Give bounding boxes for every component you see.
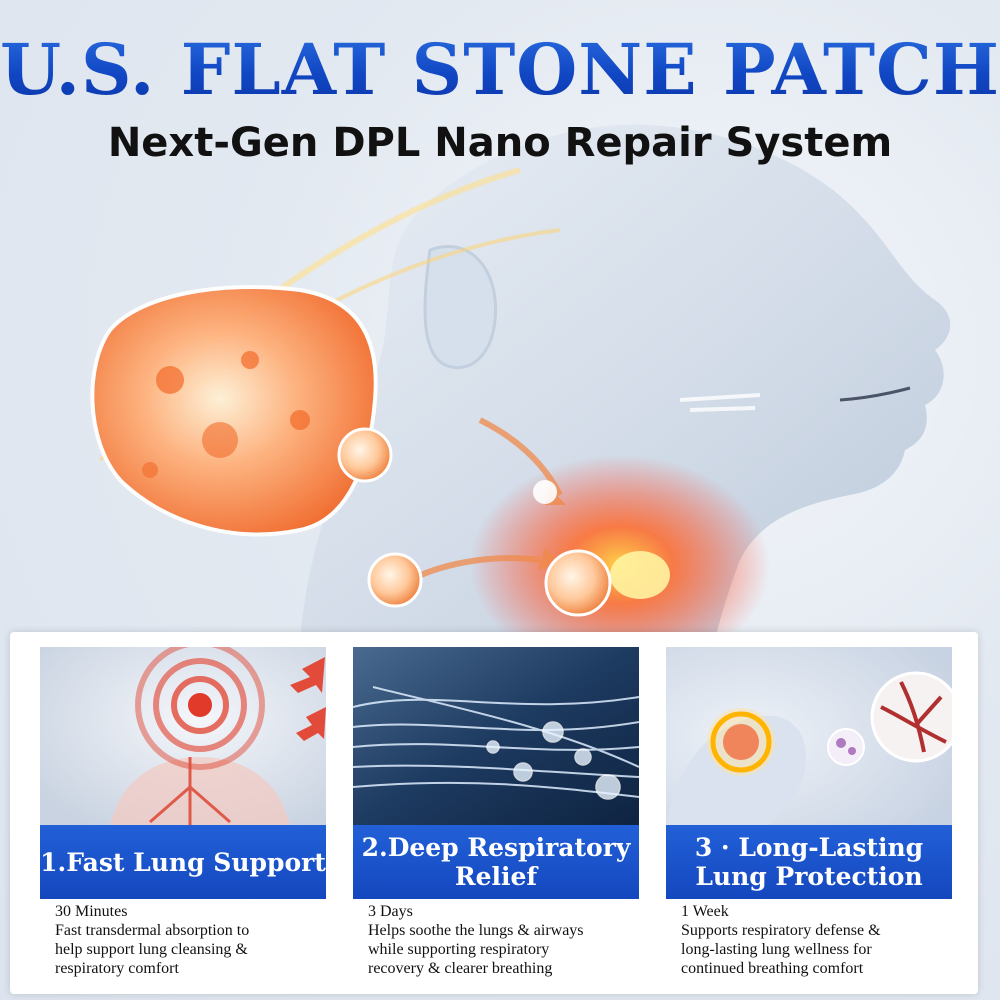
target-ring [135,647,265,770]
vessel-sphere [870,671,952,763]
target-ring [171,676,229,734]
page-subtitle: Next-Gen DPL Nano Repair System [107,120,893,166]
card-description: Helps soothe the lungs & airways while s… [368,922,584,977]
card-title: 2.Deep Respiratory Relief [361,833,631,891]
cell-sphere [827,728,865,766]
nano-bead [533,480,557,504]
card-banner: 2.Deep Respiratory Relief [353,825,639,899]
target-ring [153,658,247,752]
nano-bead [367,552,423,608]
card-title: 1.Fast Lung Support [40,847,326,877]
benefits-panel: 1.Fast Lung Support 30 Minutes Fast tran… [10,632,978,994]
card-duration: 30 Minutes [55,903,128,920]
card-description: Supports respiratory defense & long-last… [681,922,881,977]
hero-illustration [90,124,951,640]
target-center [188,693,212,717]
card-image-airway-fibers [353,647,639,827]
card-banner: 3 · Long-Lasting Lung Protection [666,825,952,899]
nano-bead [337,427,393,483]
card-image-lung-target [40,647,326,827]
nano-bead [544,549,612,617]
card-image-lung-protection [666,647,952,827]
stone-patch [90,284,378,537]
arrow-icon [296,707,326,741]
ear-shape [423,245,498,370]
card-title: 3 · Long-Lasting Lung Protection [694,833,924,891]
page-title: U.S. FLAT STONE PATCH [0,28,1000,111]
jaw-outline [679,393,761,412]
card-banner: 1.Fast Lung Support [40,825,326,899]
card-description: Fast transdermal absorption to help supp… [55,922,250,977]
card-duration: 3 Days [368,903,413,920]
mouth-line [839,386,911,402]
arrow-icon [290,657,325,693]
card-duration: 1 Week [681,903,729,920]
